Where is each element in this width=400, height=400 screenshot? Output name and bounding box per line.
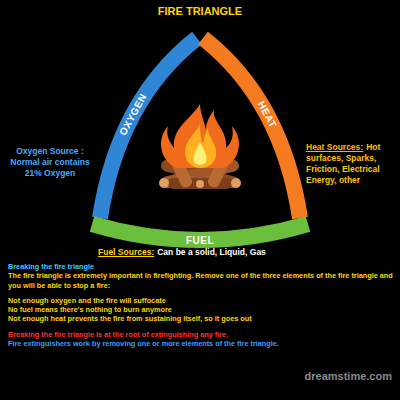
flames bbox=[161, 104, 239, 168]
note-text: Heat Sources: bbox=[306, 142, 363, 152]
middle-flame bbox=[185, 124, 216, 168]
fuel-source-note: Fuel Sources:Can be a solid, Liquid, Gas bbox=[98, 247, 328, 258]
oxygen-band: OXYGEN bbox=[84, 26, 212, 230]
note-text: Oxygen Source : bbox=[6, 146, 94, 157]
log-end bbox=[231, 178, 241, 188]
watermark-text: dreamstime.com bbox=[250, 370, 392, 383]
note-text: Breaking the fire triangle is at the roo… bbox=[8, 330, 394, 339]
log bbox=[168, 178, 232, 189]
explanation-block: Breaking the fire triangleThe fire trian… bbox=[8, 262, 394, 348]
log-end bbox=[196, 180, 204, 188]
log-end bbox=[159, 178, 169, 188]
diagram-title: FIRE TRIANGLE bbox=[0, 5, 400, 17]
oxygen-source-note: Oxygen Source :Normal air contains 21% O… bbox=[6, 146, 94, 179]
note-text: Not enough oxygen and the fire will suff… bbox=[8, 296, 394, 305]
heat-source-note: Heat Sources:Hot surfaces, Sparks, Frict… bbox=[306, 142, 396, 186]
watermark: dreamstime.com bbox=[250, 370, 392, 383]
inner-flame bbox=[193, 142, 206, 165]
band-stroke bbox=[100, 38, 197, 218]
note-text: Fire extinguishers work by removing one … bbox=[8, 339, 394, 348]
outer-flame bbox=[161, 104, 239, 168]
note-text: The fire triangle is extremely important… bbox=[8, 271, 394, 290]
band-shape bbox=[84, 26, 212, 230]
note-text: Normal air contains 21% Oxygen bbox=[6, 157, 94, 179]
note-text: No fuel means there's nothing to burn an… bbox=[8, 305, 394, 314]
note-text: Can be a solid, Liquid, Gas bbox=[157, 247, 266, 257]
note-text: Breaking the fire triangle bbox=[8, 262, 394, 271]
heat-band: HEAT bbox=[188, 26, 316, 230]
band-shape bbox=[188, 26, 316, 230]
note-text: Fuel Sources: bbox=[98, 247, 154, 257]
band-label: FUEL bbox=[186, 235, 214, 246]
band-stroke bbox=[203, 38, 300, 218]
note-text: Not enough heat prevents the fire from s… bbox=[8, 314, 394, 323]
